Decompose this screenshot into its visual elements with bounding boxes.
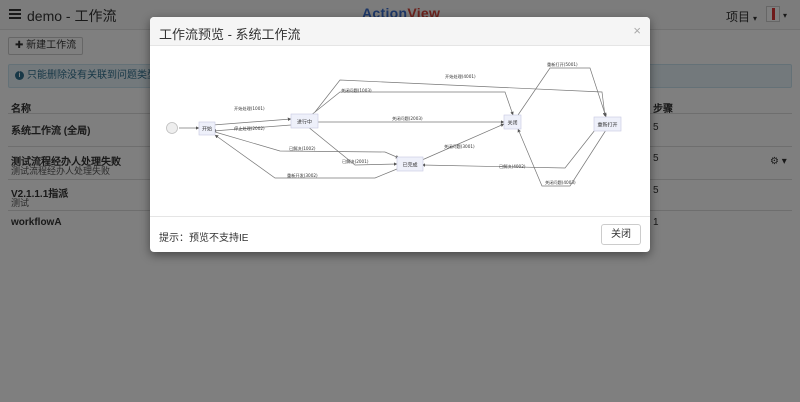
edge-start-progress	[212, 117, 292, 126]
node-in-progress	[290, 113, 319, 129]
edge-label: 关闭问题(2003)	[392, 115, 423, 122]
edge-resolved-2001	[306, 125, 398, 166]
edge-label: 已解决(1002)	[289, 145, 316, 152]
edge-label: 关闭问题(1003)	[341, 87, 372, 94]
close-button[interactable]: 关闭	[601, 224, 641, 245]
workflow-diagram-svg: 开始 进行中 已完成 关闭 重新打开 开始处理(1001) 停止处理(2002)…	[166, 61, 622, 187]
edge-label: 关闭问题(3001)	[444, 143, 475, 150]
edge-resolved-4002	[421, 129, 596, 169]
modal-title: 工作流预览 - 系统工作流	[159, 27, 301, 42]
edge-resolved-1002	[214, 131, 400, 159]
edge-label: 关闭问题(4003)	[545, 179, 576, 186]
node-closed-label: 关闭	[507, 120, 517, 127]
edge-close-4003	[517, 128, 607, 187]
node-done	[396, 156, 424, 172]
edge-label: 已解决(2001)	[342, 158, 369, 165]
workflow-preview-modal: 工作流预览 - 系统工作流 ×	[150, 17, 650, 252]
node-closed	[503, 114, 522, 130]
edge-stop	[212, 124, 292, 133]
workflow-diagram: 开始 进行中 已完成 关闭 重新打开 开始处理(1001) 停止处理(2002)…	[150, 46, 650, 216]
node-reopened	[593, 116, 622, 132]
edge-reopen-5001	[517, 67, 607, 118]
node-done-label: 已完成	[402, 162, 417, 169]
edge-close-3001	[421, 123, 505, 161]
start-marker	[166, 122, 178, 134]
edge-label: 开始处理(4001)	[445, 73, 476, 80]
edge-reopen-3002	[214, 134, 398, 179]
edge-label: 已解决(4002)	[499, 163, 526, 170]
close-icon[interactable]: ×	[633, 23, 641, 38]
preview-tip: 提示：预览不支持IE	[159, 233, 249, 244]
modal-footer: 提示：预览不支持IE 关闭	[150, 216, 650, 252]
edge-label: 重新打开(5001)	[547, 61, 578, 68]
modal-header: 工作流预览 - 系统工作流 ×	[150, 17, 650, 46]
edge-close-1003	[309, 91, 514, 117]
edge-start-4001	[314, 79, 607, 117]
node-start	[198, 121, 216, 136]
edge-label: 停止处理(2002)	[234, 125, 265, 132]
edge-label: 重新开发(3002)	[287, 172, 318, 179]
node-start-label: 开始	[202, 126, 212, 133]
node-reopened-label: 重新打开	[597, 122, 617, 129]
edge-label: 开始处理(1001)	[234, 105, 265, 112]
node-in-progress-label: 进行中	[297, 119, 312, 126]
